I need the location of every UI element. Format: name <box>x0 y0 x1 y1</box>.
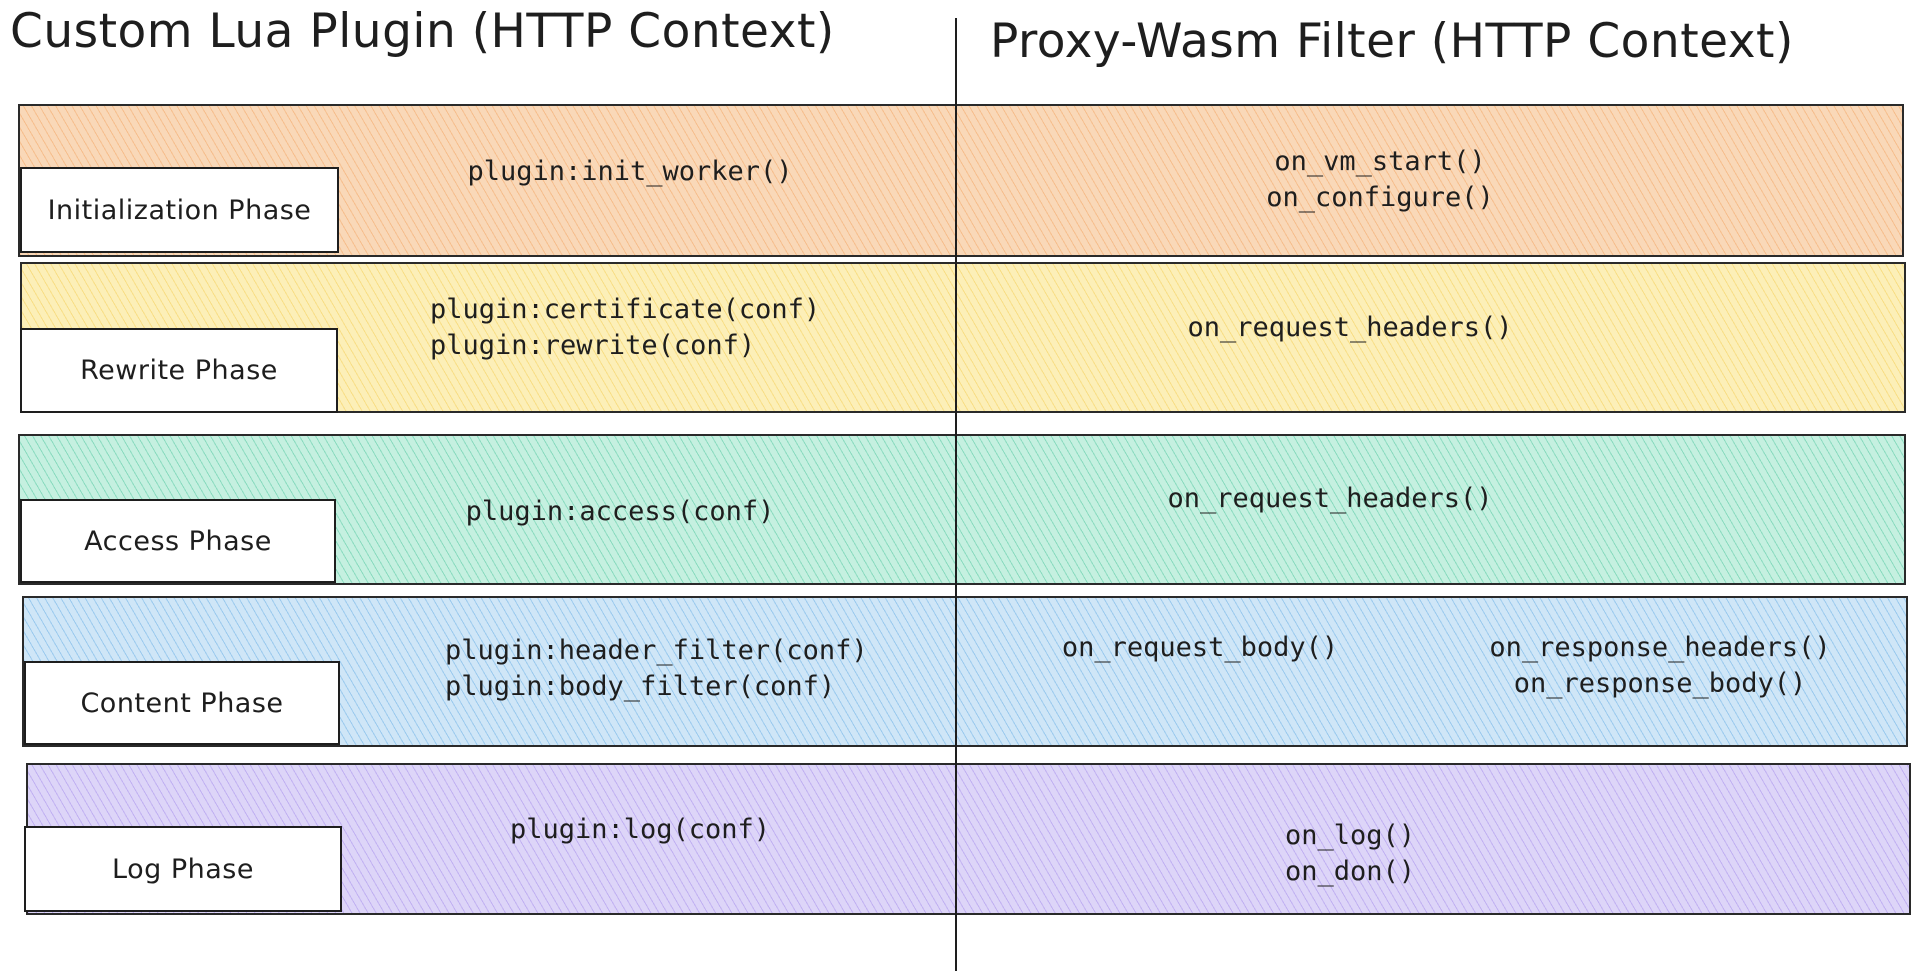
wasm-hook: on_request_headers() <box>1167 483 1493 514</box>
wasm-log-hooks: on_log() on_don() <box>1150 818 1550 890</box>
lua-hook: plugin:log(conf) <box>509 814 771 845</box>
lua-rewrite-hooks: plugin:certificate(conf) plugin:rewrite(… <box>430 292 870 364</box>
lua-content-hooks: plugin:header_filter(conf) plugin:body_f… <box>445 633 905 705</box>
lua-hook: plugin:rewrite(conf) <box>430 330 756 361</box>
access-phase-label: Access Phase <box>20 499 336 583</box>
wasm-access-hooks: on_request_headers() <box>1090 481 1570 517</box>
wasm-init-hooks: on_vm_start() on_configure() <box>1140 144 1620 216</box>
wasm-request-body-hooks: on_request_body() <box>1040 630 1360 666</box>
proxy-wasm-title: Proxy-Wasm Filter (HTTP Context) <box>990 14 1794 69</box>
lua-hook: plugin:body_filter(conf) <box>445 671 836 702</box>
lua-hook: plugin:header_filter(conf) <box>445 635 868 666</box>
wasm-rewrite-hooks: on_request_headers() <box>1110 310 1590 346</box>
wasm-hook: on_response_headers() <box>1489 632 1831 663</box>
wasm-hook: on_don() <box>1284 856 1416 887</box>
lua-init-hooks: plugin:init_worker() <box>420 154 840 190</box>
wasm-hook: on_request_body() <box>1061 632 1339 663</box>
wasm-hook: on_response_body() <box>1513 668 1807 699</box>
lua-hook: plugin:init_worker() <box>467 156 793 187</box>
lua-plugin-title: Custom Lua Plugin (HTTP Context) <box>10 4 835 59</box>
lua-log-hooks: plugin:log(conf) <box>440 812 840 848</box>
wasm-hook: on_vm_start() <box>1274 146 1486 177</box>
lua-hook: plugin:access(conf) <box>465 496 775 527</box>
lua-access-hooks: plugin:access(conf) <box>420 494 820 530</box>
initialization-phase-label: Initialization Phase <box>20 167 339 253</box>
wasm-response-hooks: on_response_headers() on_response_body() <box>1450 630 1870 702</box>
content-phase-label: Content Phase <box>24 661 340 745</box>
log-phase-label: Log Phase <box>24 826 342 912</box>
wasm-hook: on_configure() <box>1266 182 1494 213</box>
wasm-hook: on_log() <box>1284 820 1416 851</box>
lua-hook: plugin:certificate(conf) <box>430 294 821 325</box>
rewrite-phase-label: Rewrite Phase <box>20 328 338 413</box>
context-divider-line <box>955 18 957 971</box>
wasm-hook: on_request_headers() <box>1187 312 1513 343</box>
